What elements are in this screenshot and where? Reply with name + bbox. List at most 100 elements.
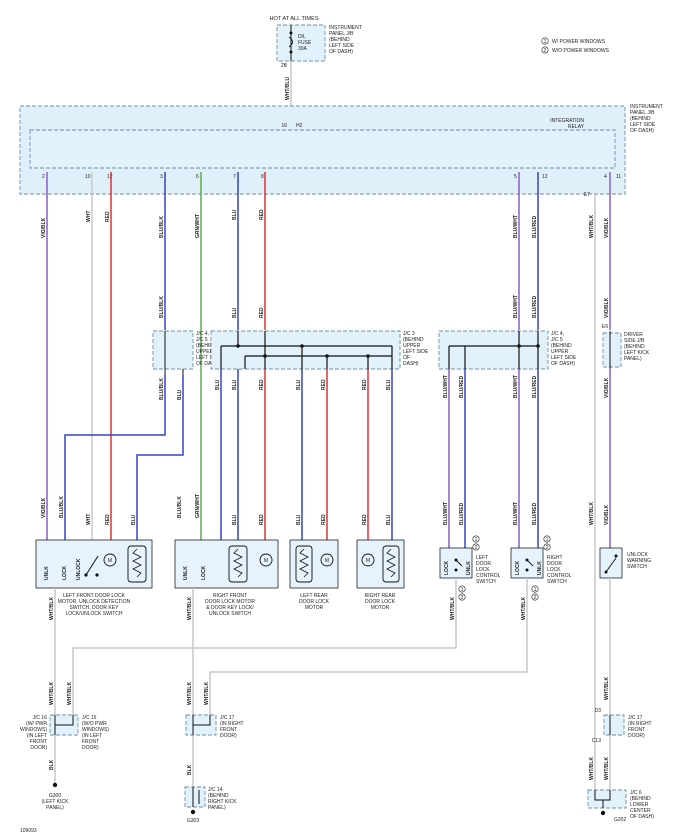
rr-label-3: MOTOR xyxy=(371,605,390,611)
svg-text:WINDOWS): WINDOWS) xyxy=(20,727,47,733)
rr-m: M xyxy=(366,558,370,564)
e6-pin: E6 xyxy=(602,324,608,330)
lf-heater xyxy=(127,545,147,583)
fuse-box xyxy=(276,24,326,62)
lbl-a23: BLU/RED xyxy=(532,502,538,525)
relay-title-1: INTEGRATION xyxy=(550,118,584,124)
lbl-a21: BLU/RED xyxy=(532,375,538,398)
rf-unlk: UNLK xyxy=(183,566,189,580)
svg-text:WINDOWS): WINDOWS) xyxy=(82,727,109,733)
svg-text:J/C 17: J/C 17 xyxy=(220,715,235,721)
relay-loc-5: OF DASH) xyxy=(630,128,654,134)
rf-door-lock-motor: UNLK LOCK M RIGHT FRONT DOOR LOCK MOTOR … xyxy=(174,539,279,617)
svg-text:PANEL): PANEL) xyxy=(46,805,64,811)
rf-motor-box xyxy=(174,539,279,589)
relay-input-pin: 16 xyxy=(281,123,287,129)
lbl-wht-blk-1: WHT/BLK xyxy=(589,215,595,238)
lbl-a25: VIO/BLK xyxy=(604,504,610,525)
svg-text:LOWER: LOWER xyxy=(630,802,649,808)
lbl-a11b: RED xyxy=(259,379,265,390)
lf-door-lock-motor: UNLK LOCK UNLOCK M LEFT FRONT DOOR LOCK … xyxy=(35,539,153,617)
svg-text:WHT/BLK: WHT/BLK xyxy=(49,597,55,620)
l-switch-lock: LOCK xyxy=(444,560,450,575)
legend-label-1: W/ POWER WINDOWS xyxy=(552,39,606,45)
rr-label-2: DOOR LOCK xyxy=(365,599,396,605)
svg-text:G300: G300 xyxy=(49,793,61,799)
legend-num-1: 1 xyxy=(544,39,547,45)
l-switch-unlk: UNLK xyxy=(466,561,472,575)
fuse-line-3: 30A xyxy=(298,46,308,52)
lf-label-4: LOCK/UNLOCK SWITCH xyxy=(66,611,123,617)
lbl-a26: WHT/BLK xyxy=(589,502,595,525)
svg-text:BLK: BLK xyxy=(49,759,55,770)
wire-rsw-gnd xyxy=(209,578,528,715)
dl-fuse: D/L FUSE 30A INSTRUMENT PANEL J/B (BEHIN… xyxy=(276,24,362,69)
relay-pin-6: 6 xyxy=(196,174,199,180)
relay-input-conn: H2 xyxy=(296,123,303,129)
lower-wire-labels: VIO/BLK BLU/BLK WHT RED BLU BLU/BLK BLU … xyxy=(41,375,610,525)
fuse-loc-5: OF DASH) xyxy=(329,49,353,55)
svg-text:(BEHIND: (BEHIND xyxy=(208,793,229,799)
lbl-a7: BLU/BLK xyxy=(177,496,183,518)
e6-1: DRIVER xyxy=(624,332,643,338)
r-sw-2: DOOR xyxy=(547,561,562,567)
wire-blu-blk-lf xyxy=(64,375,166,540)
legend: 1 W/ POWER WINDOWS 2 W/O POWER WINDOWS xyxy=(541,37,610,54)
jc17b-box xyxy=(603,714,625,736)
lbl-a20: BLU/WHT xyxy=(513,375,519,398)
rf-heater xyxy=(228,545,248,583)
lf-m: M xyxy=(108,558,112,564)
svg-text:WHT/BLK: WHT/BLK xyxy=(187,597,193,620)
l-sw-tag4: 2 xyxy=(461,595,464,601)
jc4-left: J/C 4, J/C 5 (BEHIND UPPER LEFT SIDE OF … xyxy=(152,330,222,375)
jc17-warning: D3 C13 J/C 17 (IN RIGHT FRONT DOOR) xyxy=(592,708,652,744)
r-sw-5: SWITCH xyxy=(547,579,567,585)
relay-pin-7: 7 xyxy=(233,174,236,180)
e6-4: LEFT KICK xyxy=(624,350,650,356)
legend-marker-2 xyxy=(541,46,549,54)
lbl-blu-1: BLU xyxy=(232,209,238,220)
lf-unlk: UNLK xyxy=(44,566,50,580)
lbl-a15b: BLU xyxy=(386,379,392,390)
fuse-loc-3: (BEHIND xyxy=(329,37,350,43)
lbl-red-3: RED xyxy=(259,307,265,318)
relay-pin-5: 5 xyxy=(514,174,517,180)
svg-text:WHT/BLK: WHT/BLK xyxy=(187,682,193,705)
lbl-a12b: BLU xyxy=(296,379,302,390)
svg-text:PANEL): PANEL) xyxy=(208,805,226,811)
svg-text:(BEHIND: (BEHIND xyxy=(630,796,651,802)
lbl-a6b: BLU xyxy=(177,389,183,400)
relay-pin-11: 11 xyxy=(616,174,621,180)
svg-text:FRONT: FRONT xyxy=(628,727,645,733)
svg-text:(IN LEFT: (IN LEFT xyxy=(27,733,47,739)
svg-text:(W/O PWR: (W/O PWR xyxy=(82,721,107,727)
ground-icon-g202 xyxy=(600,810,606,816)
lbl-vio-blk-3: VIO/BLK xyxy=(604,297,610,318)
lbl-a2: BLU/BLK xyxy=(59,496,65,518)
fuse-loc-4: LEFT SIDE xyxy=(329,43,355,49)
lbl-vio-blk-1: VIO/BLK xyxy=(41,217,47,238)
jc6-box xyxy=(587,789,627,809)
lbl-a19: BLU/RED xyxy=(459,502,465,525)
jc3-2: (BEHIND xyxy=(403,337,424,343)
jc4l-3: (BEHIND xyxy=(196,343,217,349)
relay-pin-10: 10 xyxy=(85,174,91,180)
lr-label-2: DOOR LOCK xyxy=(299,599,330,605)
svg-text:DOOR): DOOR) xyxy=(628,733,645,739)
lbl-a17: BLU/RED xyxy=(459,375,465,398)
e6-2: SIDE J/B xyxy=(624,338,645,344)
jc14-g303: J/C 14 (BEHIND RIGHT KICK PANEL) G303 xyxy=(184,786,237,824)
jc4r-2: J/C 5 xyxy=(551,337,563,343)
lbl-a5: BLU xyxy=(131,514,137,525)
lbl-blu-blk-2: BLU/BLK xyxy=(159,296,165,318)
jc4l-4: UPPER xyxy=(196,349,214,355)
r-sw-tag3: 1 xyxy=(534,587,537,593)
lbl-a18: BLU/WHT xyxy=(443,502,449,525)
jc4l-2: J/C 5 xyxy=(196,337,208,343)
upper-wire-labels: VIO/BLK WHT RED BLU/BLK GRN/WHT BLU RED … xyxy=(41,209,610,238)
l-sw-tag2: 2 xyxy=(475,545,478,551)
lbl-blu-2: BLU xyxy=(232,307,238,318)
fuse-line-1: D/L xyxy=(298,34,306,40)
svg-text:WHT/BLK: WHT/BLK xyxy=(604,757,610,780)
relay-loc-2: PANEL J/B xyxy=(630,110,655,116)
